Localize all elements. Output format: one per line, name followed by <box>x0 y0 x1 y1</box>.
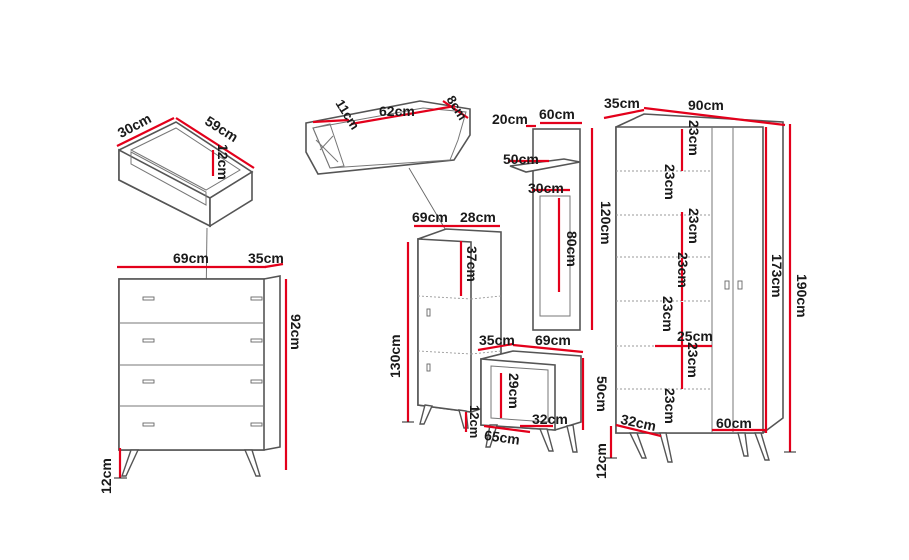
drawer-drawing <box>116 117 255 303</box>
wardrobe-drawing <box>603 106 796 463</box>
wardrobe-shelf-7-label: 23cm <box>662 388 678 424</box>
mirror-width-label: 60cm <box>539 106 575 122</box>
shelf-leg-label: 12cm <box>467 405 482 438</box>
shoe-width-label: 62cm <box>379 103 415 119</box>
bench-depth-label: 35cm <box>479 332 515 348</box>
chest-width-label: 69cm <box>173 250 209 266</box>
mirror-inner-label: 30cm <box>528 180 564 196</box>
wardrobe-shelf-6-label: 23cm <box>685 342 701 378</box>
shelf-compartment-label: 37cm <box>464 246 480 282</box>
wardrobe-width-label: 90cm <box>688 97 724 113</box>
shelf-depth-label: 28cm <box>460 209 496 225</box>
bench-drawing <box>477 342 617 459</box>
drawer-width-label: 59cm <box>202 113 241 146</box>
mirror-depth-label: 20cm <box>492 111 528 127</box>
mirror-panel-drawing <box>508 121 594 331</box>
wardrobe-shelf-4-label: 23cm <box>675 252 691 288</box>
chest-depth-label: 35cm <box>248 250 284 266</box>
wardrobe-height-label: 190cm <box>794 274 810 318</box>
chest-drawing <box>114 262 288 479</box>
shelf-height-label: 130cm <box>387 334 403 378</box>
shelf-cabinet-drawing <box>402 224 502 432</box>
wardrobe-inner-width-label: 25cm <box>677 328 713 344</box>
shelf-width-label: 69cm <box>412 209 448 225</box>
bench-width-label: 69cm <box>535 332 571 348</box>
wardrobe-shelf-2-label: 23cm <box>662 164 678 200</box>
wardrobe-shelf-1-label: 23cm <box>686 120 702 156</box>
mirror-glass-label: 80cm <box>564 231 580 267</box>
bench-leg-label: 12cm <box>593 443 609 479</box>
bench-compartment-label: 32cm <box>532 411 568 427</box>
wardrobe-inner-height-label: 173cm <box>769 254 785 298</box>
wardrobe-leg-label: 32cm <box>619 411 657 434</box>
drawer-height-label: 12cm <box>215 144 231 180</box>
bench-inner-label: 29cm <box>506 373 522 409</box>
wardrobe-shelf-5-label: 23cm <box>660 296 676 332</box>
wardrobe-shelf-3-label: 23cm <box>686 208 702 244</box>
chest-leg-label: 12cm <box>98 458 114 494</box>
wardrobe-bottom-width-label: 60cm <box>716 415 752 431</box>
bench-height-label: 50cm <box>594 376 610 412</box>
wardrobe-depth-label: 35cm <box>604 95 640 111</box>
shoe-cabinet-drawing <box>305 100 471 240</box>
chest-height-label: 92cm <box>288 314 304 350</box>
bench-inner-width-label: 65cm <box>483 427 521 448</box>
mirror-shelf-label: 50cm <box>503 151 539 167</box>
mirror-height-label: 120cm <box>598 201 614 245</box>
